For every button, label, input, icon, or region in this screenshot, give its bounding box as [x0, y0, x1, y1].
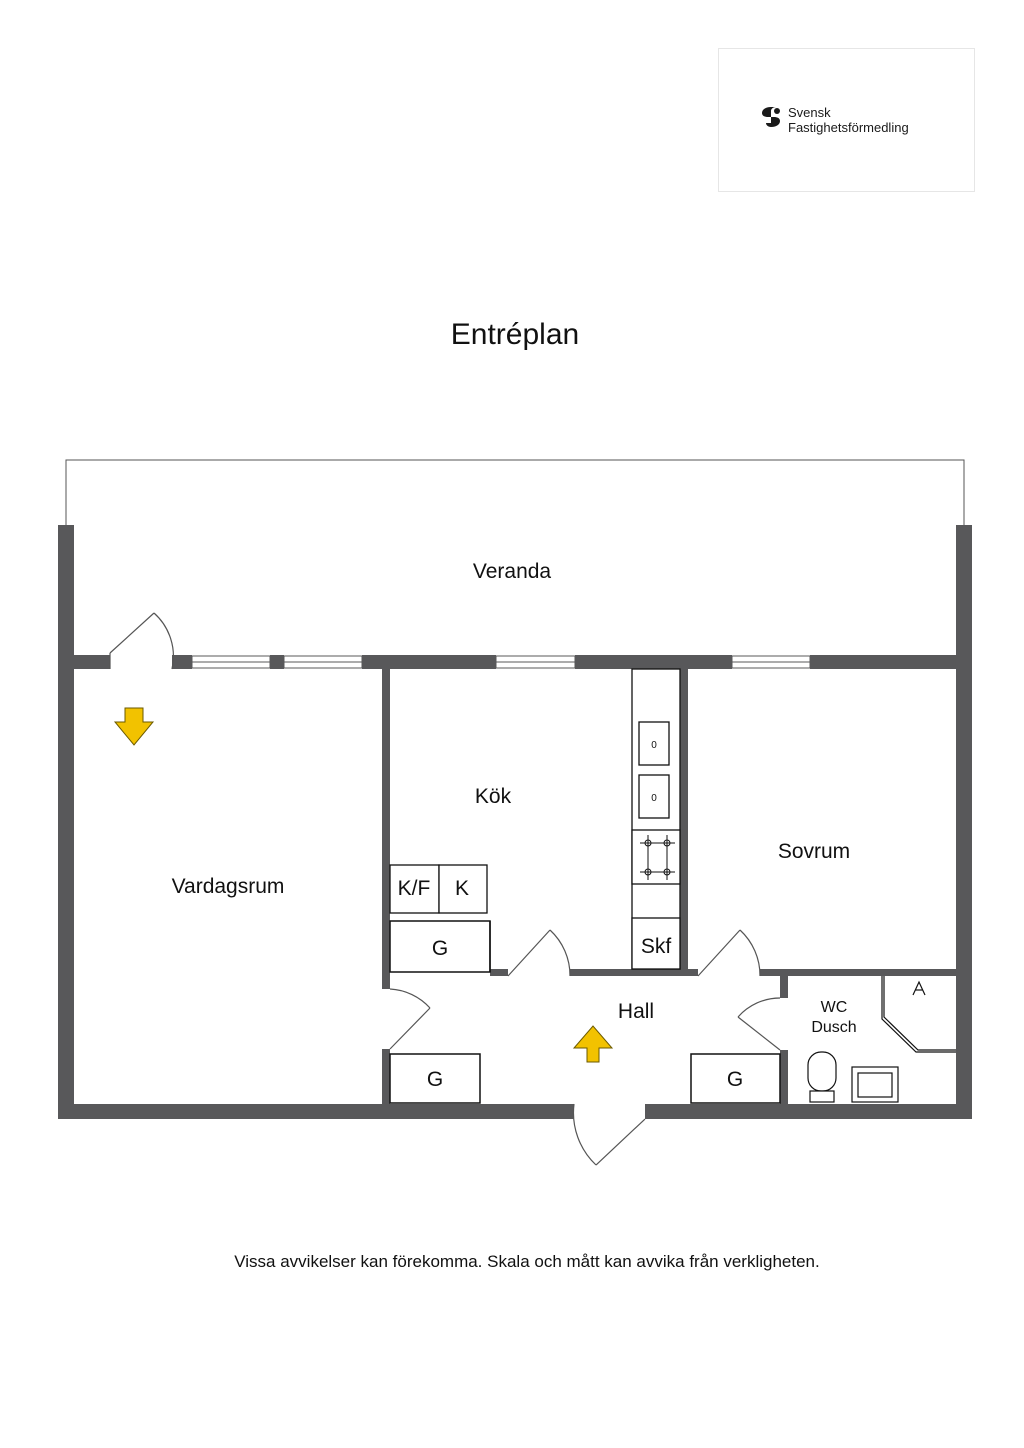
wall-bedroom-bath — [760, 969, 972, 976]
toilet — [807, 1051, 837, 1092]
window — [283, 655, 363, 669]
wall-kitchen-hall — [570, 969, 698, 976]
wall-living-hall — [382, 1049, 390, 1104]
brand-name-line1: Svensk — [788, 105, 831, 120]
label-oven-bottom: 0 — [651, 793, 657, 804]
label-closet-hall-left: G — [427, 1068, 443, 1091]
wall-top-segment — [270, 655, 284, 669]
stove — [631, 829, 681, 885]
door-kitchen — [507, 929, 571, 977]
closets — [389, 920, 781, 1104]
label-cabinet-skf: Skf — [641, 935, 672, 958]
shower-corner — [883, 976, 956, 1051]
disclaimer: Vissa avvikelser kan förekomma. Skala oc… — [234, 1252, 820, 1271]
doors — [109, 612, 781, 1166]
room-label-sovrum: Sovrum — [778, 840, 850, 863]
door-entrance — [572, 1103, 646, 1166]
closet-hall-right — [690, 1053, 781, 1104]
sink-bowl — [638, 774, 670, 819]
brand-name-line2: Fastighetsförmedling — [788, 120, 909, 135]
wall-bath-hall — [780, 1050, 788, 1104]
wall-kitchen-bedroom — [680, 669, 688, 972]
sink-bowl — [638, 721, 670, 766]
wall-top-segment — [58, 655, 110, 669]
door-veranda — [109, 612, 175, 670]
wall-bottom-segment — [645, 1104, 972, 1119]
wall-top-segment — [575, 655, 732, 669]
veranda-outline — [65, 459, 965, 525]
arrow-up-icon — [572, 1025, 614, 1063]
label-fridge: K — [455, 877, 469, 900]
stove-burners — [640, 835, 675, 880]
arrow-down-icon — [113, 707, 155, 746]
shower-head-icon — [912, 980, 926, 996]
door-bedroom — [697, 929, 761, 977]
wall-left — [58, 525, 74, 1119]
label-oven-top: 0 — [651, 740, 657, 751]
kitchen-fixtures — [389, 668, 681, 970]
wall-top-segment — [810, 655, 972, 669]
window — [191, 655, 271, 669]
room-label-kok: Kök — [475, 785, 512, 808]
wall-bottom-segment — [58, 1104, 574, 1119]
room-label-dusch: Dusch — [811, 1019, 856, 1036]
toilet-tank — [809, 1090, 835, 1103]
wall-top-segment — [362, 655, 496, 669]
windows — [191, 655, 811, 669]
room-label-veranda: Veranda — [473, 560, 552, 583]
room-label-hall: Hall — [618, 1000, 654, 1023]
wall-top-segment — [172, 655, 192, 669]
wall-kitchen-hall — [490, 969, 508, 976]
walls — [58, 525, 972, 1119]
window — [495, 655, 576, 669]
door-bathroom — [737, 997, 781, 1051]
room-label-wc: WC — [821, 999, 848, 1016]
label-fridge-freezer: K/F — [398, 877, 431, 900]
cabinet-skf — [631, 917, 681, 970]
wall-right — [956, 525, 972, 1119]
wall-bath-hall — [780, 976, 788, 998]
wall-living-kitchen — [382, 669, 390, 989]
door-living — [389, 988, 431, 1050]
logo: Svensk Fastighetsförmedling — [718, 48, 975, 192]
bathroom-fixtures — [807, 976, 956, 1103]
room-label-vardagsrum: Vardagsrum — [172, 875, 285, 898]
brand-logo-icon — [762, 107, 780, 127]
fridge — [438, 864, 488, 914]
floor-title: Entréplan — [450, 318, 580, 351]
closet-kitchen — [389, 920, 491, 973]
label-closet-hall-right: G — [727, 1068, 743, 1091]
fridge-freezer — [389, 864, 440, 914]
window — [731, 655, 811, 669]
label-closet-kitchen: G — [432, 937, 448, 960]
entrance-arrows — [113, 707, 614, 1063]
closet-hall-left — [389, 1053, 481, 1104]
